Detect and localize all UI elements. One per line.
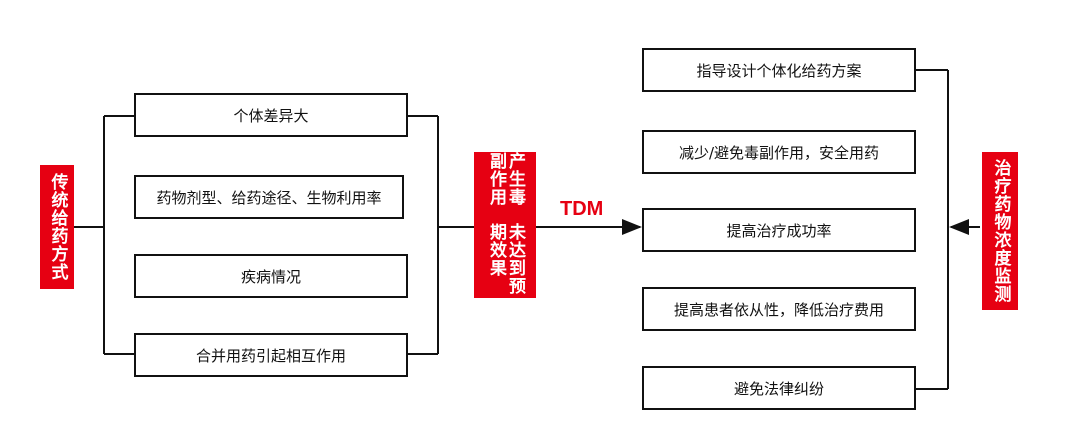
right-box-compliance-cost: 提高患者依从性，降低治疗费用 <box>642 287 916 331</box>
traditional-dosing-tag: 传统给药方式 <box>40 165 74 289</box>
right-box-success-rate: 提高治疗成功率 <box>642 208 916 252</box>
right-box-reduce-toxicity: 减少/避免毒副作用，安全用药 <box>642 130 916 174</box>
outcome-tag: 产生毒副作用 未达到预期效果 <box>474 152 536 298</box>
therapeutic-drug-monitoring-tag: 治疗药物浓度监测 <box>982 152 1018 310</box>
tdm-label: TDM <box>560 198 604 220</box>
right-box-legal-disputes: 避免法律纠纷 <box>642 366 916 410</box>
outcome-tag-col1: 未达到预期效果 <box>486 222 525 295</box>
left-box-dosage-route: 药物剂型、给药途径、生物利用率 <box>134 175 404 219</box>
right-box-individualized-plan: 指导设计个体化给药方案 <box>642 48 916 92</box>
outcome-tag-col2: 产生毒副作用 <box>486 152 525 206</box>
left-box-individual-difference: 个体差异大 <box>134 93 408 137</box>
left-box-drug-interaction: 合并用药引起相互作用 <box>134 333 408 377</box>
left-box-disease-condition: 疾病情况 <box>134 254 408 298</box>
